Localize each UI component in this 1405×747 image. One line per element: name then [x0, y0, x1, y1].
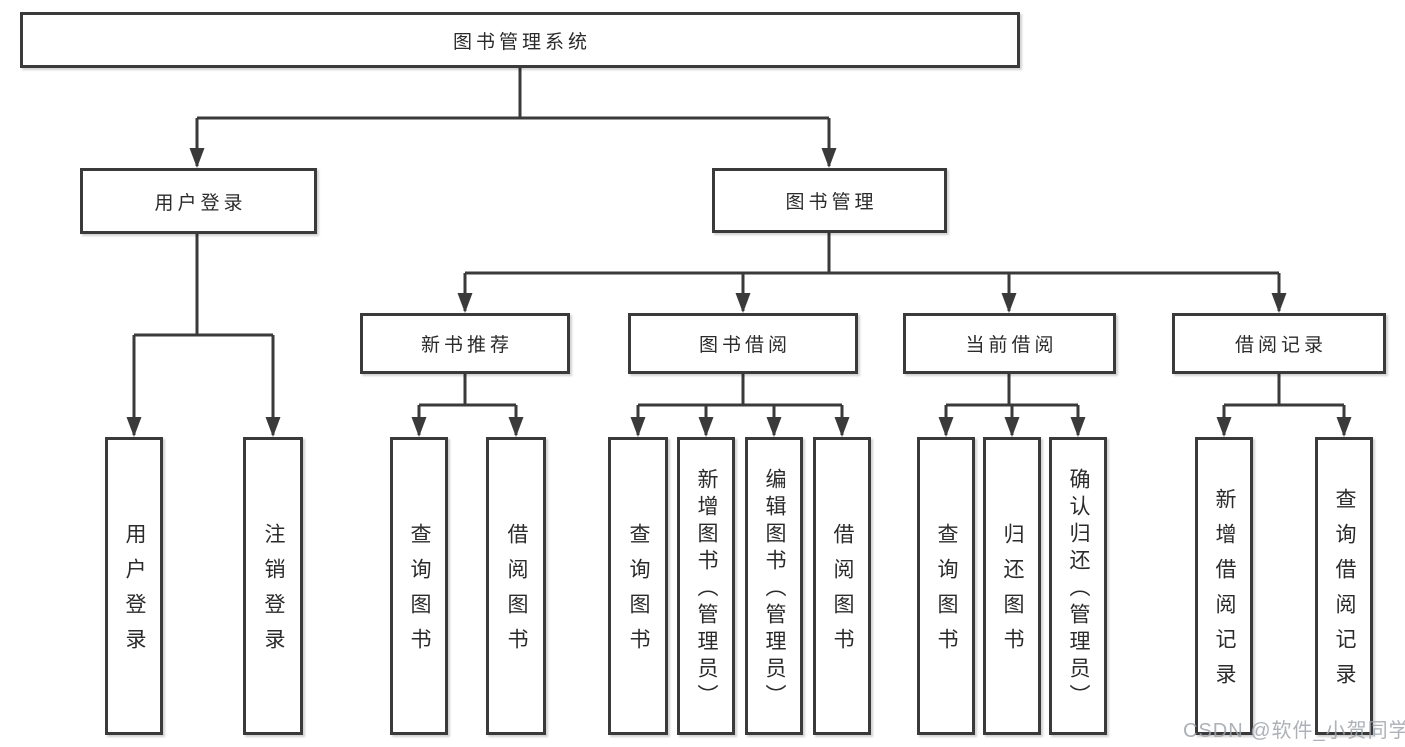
arrow-down-icon	[938, 417, 954, 437]
leaf-borrow-book-2-label: 借阅图书	[831, 523, 854, 663]
leaf-user-login: 用户登录	[105, 437, 163, 735]
arrow-down-icon	[411, 417, 427, 437]
csdn-watermark: CSDN @软件_小贺同学	[1183, 720, 1405, 742]
leaf-query-book-3-label: 查询图书	[935, 523, 958, 663]
arrow-down-icon	[1216, 417, 1232, 437]
connector-borrowrecord-to-leaves	[1222, 374, 1346, 435]
arrow-down-icon	[1070, 417, 1086, 437]
leaf-logout-label: 注销登录	[262, 523, 285, 663]
connector-newbook-to-leaves	[417, 374, 518, 435]
leaf-query-book-1-label: 查询图书	[408, 523, 431, 663]
leaf-borrow-book-1-label: 借阅图书	[505, 523, 528, 663]
leaf-edit-book-admin: 编辑图书（管理员）	[745, 437, 803, 735]
leaf-user-login-label: 用户登录	[123, 523, 146, 663]
leaf-edit-book-admin-label: 编辑图书（管理员）	[763, 467, 786, 711]
leaf-confirm-return-admin: 确认归还（管理员）	[1049, 437, 1107, 735]
leaf-confirm-return-admin-label: 确认归还（管理员）	[1067, 467, 1090, 711]
node-user-login-label: 用户登录	[154, 192, 247, 214]
leaf-borrow-book-2: 借阅图书	[813, 437, 871, 735]
node-book-borrow: 图书借阅	[628, 313, 858, 374]
arrow-down-icon	[1336, 417, 1352, 437]
arrow-down-icon	[189, 148, 205, 168]
leaf-add-book-admin-label: 新增图书（管理员）	[695, 467, 718, 711]
arrowheads	[126, 148, 1352, 437]
node-root: 图书管理系统	[20, 12, 1020, 68]
leaf-query-borrow-record: 查询借阅记录	[1315, 437, 1373, 735]
arrow-down-icon	[508, 417, 524, 437]
connector-bookmgmt-to-level3	[463, 233, 1281, 311]
node-new-book-recommend-label: 新书推荐	[420, 335, 513, 356]
connector-root-to-level2	[195, 68, 831, 166]
leaf-add-borrow-record: 新增借阅记录	[1195, 437, 1253, 735]
leaf-add-book-admin: 新增图书（管理员）	[677, 437, 735, 735]
leaf-query-book-2: 查询图书	[608, 437, 668, 735]
arrow-down-icon	[1001, 293, 1017, 313]
node-user-login: 用户登录	[80, 168, 317, 234]
connector-bookborrow-to-leaves	[636, 374, 844, 435]
node-current-borrow: 当前借阅	[903, 313, 1116, 374]
arrow-down-icon	[1271, 293, 1287, 313]
leaf-query-borrow-record-label: 查询借阅记录	[1333, 488, 1356, 698]
node-root-label: 图书管理系统	[452, 31, 591, 53]
arrow-down-icon	[834, 417, 850, 437]
leaf-query-book-1: 查询图书	[390, 437, 448, 735]
node-book-management: 图书管理	[712, 168, 947, 233]
leaf-logout: 注销登录	[243, 437, 303, 735]
node-new-book-recommend: 新书推荐	[360, 313, 570, 374]
node-borrow-record-label: 借阅记录	[1234, 335, 1327, 356]
arrow-down-icon	[735, 293, 751, 313]
arrow-down-icon	[630, 417, 646, 437]
connector-userlogin-to-leaves	[132, 234, 275, 435]
leaf-borrow-book-1: 借阅图书	[486, 437, 546, 735]
leaf-add-borrow-record-label: 新增借阅记录	[1213, 488, 1236, 698]
leaf-return-book: 归还图书	[983, 437, 1041, 735]
arrow-down-icon	[821, 148, 837, 168]
arrow-down-icon	[766, 417, 782, 437]
node-borrow-record: 借阅记录	[1172, 313, 1386, 374]
node-book-borrow-label: 图书借阅	[698, 335, 791, 356]
arrow-down-icon	[1004, 417, 1020, 437]
leaf-query-book-2-label: 查询图书	[627, 523, 650, 663]
arrow-down-icon	[265, 417, 281, 437]
node-current-borrow-label: 当前借阅	[965, 335, 1058, 356]
arrow-down-icon	[457, 293, 473, 313]
arrow-down-icon	[126, 417, 142, 437]
arrow-down-icon	[698, 417, 714, 437]
node-book-management-label: 图书管理	[785, 192, 878, 213]
leaf-query-book-3: 查询图书	[917, 437, 975, 735]
leaf-return-book-label: 归还图书	[1001, 523, 1024, 663]
